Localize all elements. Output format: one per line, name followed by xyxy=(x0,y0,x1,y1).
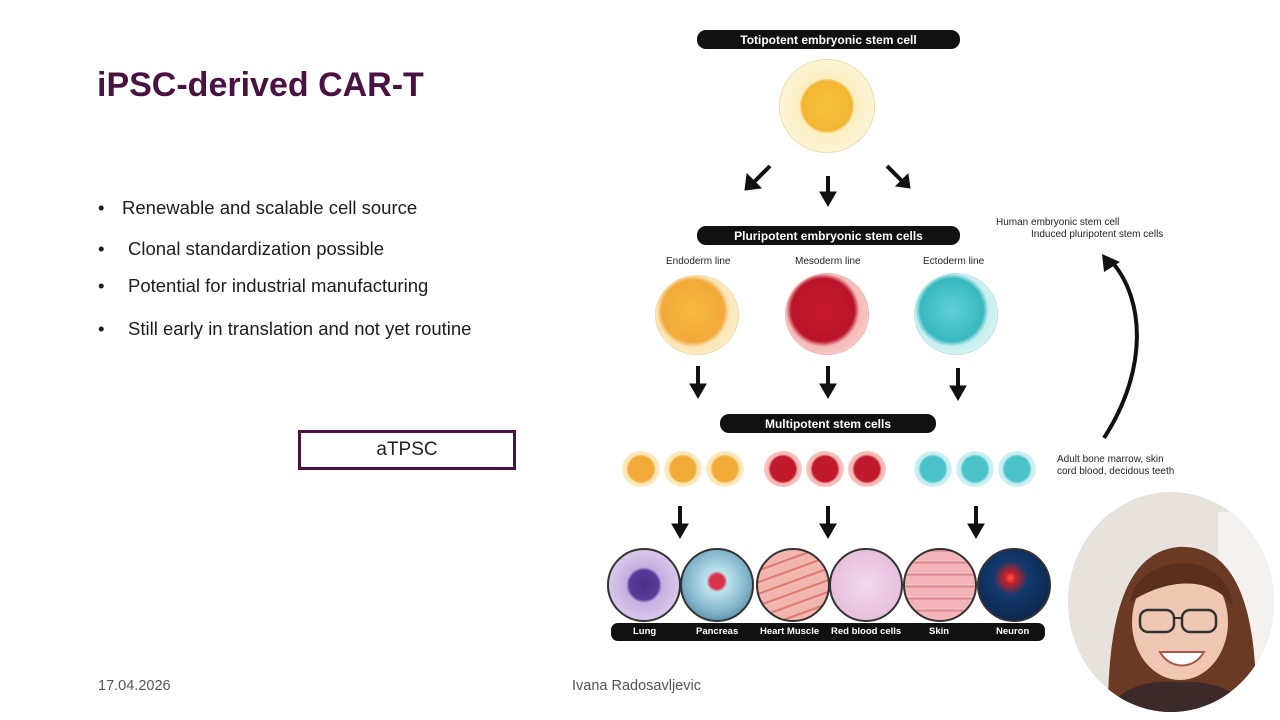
tissue-label: Pancreas xyxy=(696,626,739,637)
endoderm-label: Endoderm line xyxy=(666,256,731,267)
side-label-ipsc: Induced pluripotent stem cells xyxy=(1031,229,1164,240)
endoderm-small-cell xyxy=(622,451,660,487)
ectoderm-small-cell xyxy=(956,451,994,487)
endoderm-small-cell xyxy=(706,451,744,487)
side-label-adult: Adult bone marrow, skin xyxy=(1057,454,1164,465)
tissue-label: Red blood cells xyxy=(831,626,902,637)
tissue-label: Lung xyxy=(633,626,657,637)
pluripotent-pill: Pluripotent embryonic stem cells xyxy=(697,226,960,245)
bullet-item: •Renewable and scalable cell source xyxy=(98,197,418,218)
lung-image xyxy=(607,548,681,622)
tissue-label: Heart Muscle xyxy=(760,626,820,637)
tissue-label-strip: Lung Pancreas Heart Muscle Red blood cel… xyxy=(611,623,1045,641)
slide-date: 17.04.2026 xyxy=(98,678,171,694)
neuron-image xyxy=(977,548,1051,622)
mesoderm-small-cell xyxy=(848,451,886,487)
ectoderm-small-cell xyxy=(914,451,952,487)
red-blood-cells-image xyxy=(829,548,903,622)
tissue-label: Neuron xyxy=(996,626,1030,637)
pancreas-image xyxy=(680,548,754,622)
endoderm-cell xyxy=(656,276,738,354)
heart-muscle-image xyxy=(756,548,830,622)
atpsc-box: aTPSC xyxy=(298,430,516,470)
mesoderm-label: Mesoderm line xyxy=(795,256,861,267)
bullet-text: Renewable and scalable cell source xyxy=(122,197,418,218)
bullet-text: Clonal standardization possible xyxy=(128,238,385,259)
side-label-cord: cord blood, decidous teeth xyxy=(1057,466,1175,477)
ectoderm-small-cell xyxy=(998,451,1036,487)
tissue-label: Skin xyxy=(929,626,950,637)
bullet-item: •Still early in translation and not yet … xyxy=(98,318,472,339)
bullet-item: •Potential for industrial manufacturing xyxy=(98,275,429,296)
bullet-item: •Clonal standardization possible xyxy=(98,238,385,259)
bullet-text: Potential for industrial manufacturing xyxy=(128,275,429,296)
totipotent-pill: Totipotent embryonic stem cell xyxy=(697,30,960,49)
endoderm-small-cell xyxy=(664,451,702,487)
ectoderm-label: Ectoderm line xyxy=(923,256,985,267)
presenter-webcam xyxy=(1068,492,1274,712)
slide-title: iPSC-derived CAR-T xyxy=(97,66,424,104)
ectoderm-cell xyxy=(915,274,997,354)
presenter-person-icon xyxy=(1068,492,1274,712)
skin-image xyxy=(903,548,977,622)
slide-author: Ivana Radosavljevic xyxy=(572,678,701,694)
totipotent-cell xyxy=(780,60,874,152)
mesoderm-cell xyxy=(786,274,868,354)
mesoderm-small-cell xyxy=(806,451,844,487)
side-label-hesc: Human embryonic stem cell xyxy=(996,217,1120,228)
multipotent-pill: Multipotent stem cells xyxy=(720,414,936,433)
bullet-text: Still early in translation and not yet r… xyxy=(128,318,472,339)
mesoderm-small-cell xyxy=(764,451,802,487)
